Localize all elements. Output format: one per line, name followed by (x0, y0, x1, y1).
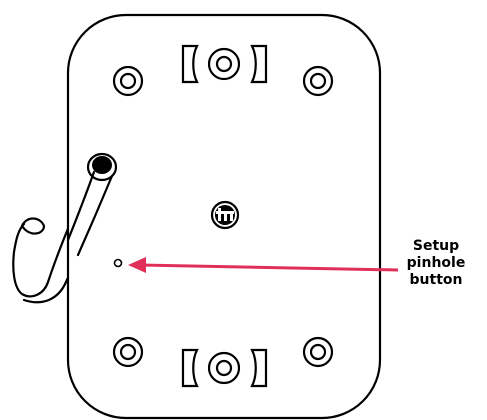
mounting-slot-icon (181, 44, 268, 84)
screw-hole-icon (112, 336, 144, 368)
screw-hole-icon (302, 65, 334, 97)
callout-arrow (128, 257, 399, 273)
cable-segment (66, 170, 114, 257)
logo-icon (210, 200, 240, 230)
screw-hole-icon (112, 65, 144, 97)
setup-pinhole[interactable] (113, 258, 123, 268)
callout-line: pinhole (406, 255, 466, 271)
cable-grommet-icon (86, 152, 118, 182)
callout-line: Setup (412, 238, 460, 254)
setup-pinhole-label: Setup pinhole button (386, 238, 486, 289)
screw-hole-icon (302, 336, 334, 368)
mounting-slot-icon (181, 348, 268, 388)
callout-line: button (409, 272, 463, 288)
